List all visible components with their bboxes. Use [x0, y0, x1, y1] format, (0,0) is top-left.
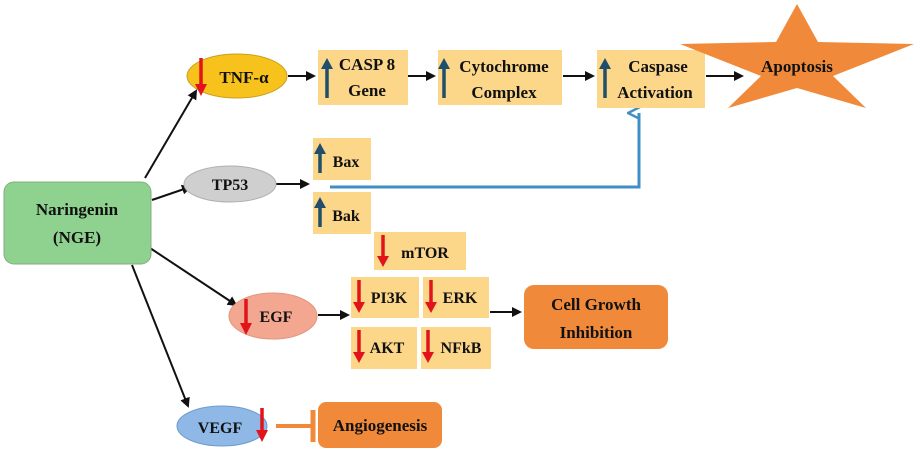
cytochrome-line1: Cytochrome: [459, 57, 549, 76]
akt-label: AKT: [370, 340, 405, 357]
node-erk: ERK: [423, 277, 489, 318]
node-pi3k: PI3K: [351, 277, 419, 318]
down-arrow-icon: [353, 330, 365, 363]
node-bax: Bax: [313, 138, 371, 180]
node-angiogenesis: Angiogenesis: [318, 402, 442, 448]
pi3k-label: PI3K: [371, 290, 408, 307]
arrow-nge-tp53: [151, 184, 192, 201]
bak-label: Bak: [332, 208, 360, 225]
naringenin-line2: (NGE): [53, 228, 101, 247]
arrow-bax-bak-caspase: [330, 113, 639, 189]
star-icon: [680, 4, 914, 108]
up-arrow-icon: [321, 58, 333, 98]
node-caspase-activation: Caspase Activation: [597, 50, 705, 108]
up-arrow-icon: [314, 143, 326, 173]
node-naringenin: Naringenin (NGE): [3, 181, 152, 265]
bax-label: Bax: [333, 154, 360, 171]
node-apoptosis: Apoptosis: [680, 4, 914, 108]
node-egf: EGF: [228, 292, 318, 340]
arrow-nge-vegf: [131, 264, 190, 408]
node-tp53: TP53: [183, 165, 277, 203]
vegf-label: VEGF: [198, 420, 243, 437]
node-vegf: VEGF: [176, 405, 268, 447]
cytochrome-line2: Complex: [471, 83, 537, 102]
up-arrow-icon: [314, 197, 326, 227]
node-akt: AKT: [351, 327, 417, 369]
node-casp8-gene: CASP 8 Gene: [318, 50, 408, 105]
naringenin-line1: Naringenin: [36, 200, 119, 219]
nfkb-label: NFkB: [441, 340, 482, 357]
connectors: [131, 71, 744, 442]
node-mtor: mTOR: [374, 232, 466, 270]
node-nfkb: NFkB: [421, 327, 491, 369]
tp53-label: TP53: [212, 177, 248, 194]
cell-growth-line1: Cell Growth: [551, 295, 641, 314]
node-bak: Bak: [313, 192, 371, 234]
tnf-label: TNF-α: [219, 68, 269, 87]
caspase-line1: Caspase: [628, 57, 688, 76]
down-arrow-icon: [353, 280, 365, 313]
erk-label: ERK: [443, 290, 478, 307]
node-cell-growth-inhibition: Cell Growth Inhibition: [524, 285, 668, 349]
up-arrow-icon: [438, 58, 450, 98]
node-tnf: TNF-α: [186, 53, 288, 99]
down-arrow-icon: [425, 280, 437, 313]
casp8-line2: Gene: [348, 81, 386, 100]
apoptosis-label: Apoptosis: [761, 57, 833, 76]
down-arrow-icon: [377, 235, 389, 267]
down-arrow-icon: [240, 299, 252, 335]
mtor-label: mTOR: [401, 245, 449, 262]
caspase-line2: Activation: [617, 83, 693, 102]
casp8-line1: CASP 8: [339, 55, 395, 74]
arrow-nge-egf: [149, 247, 238, 307]
egf-label: EGF: [260, 309, 293, 326]
node-cytochrome-complex: Cytochrome Complex: [438, 50, 562, 105]
up-arrow-icon: [599, 58, 611, 98]
down-arrow-icon: [256, 408, 268, 442]
down-arrow-icon: [195, 58, 207, 96]
cell-growth-line2: Inhibition: [560, 323, 633, 342]
angiogenesis-label: Angiogenesis: [333, 416, 428, 435]
down-arrow-icon: [422, 330, 434, 363]
arrow-nge-tnf: [144, 89, 198, 179]
